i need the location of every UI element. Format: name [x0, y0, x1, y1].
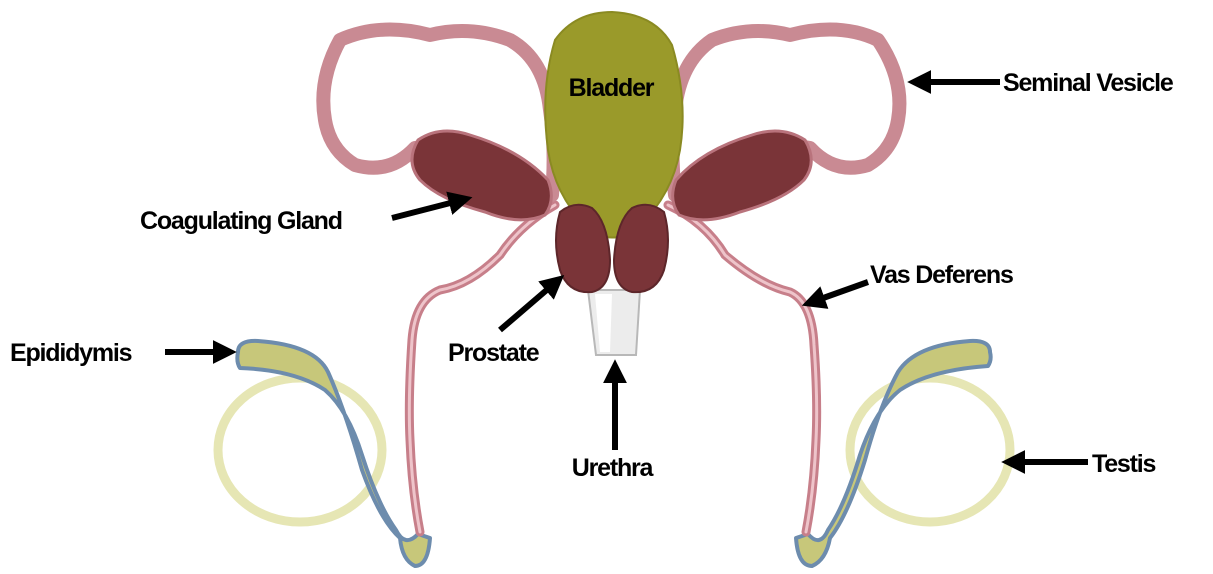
testis-right	[850, 378, 1010, 522]
label-vas-deferens: Vas Deferens	[870, 261, 1013, 289]
arrow-prostate	[500, 282, 556, 330]
bladder	[545, 12, 682, 238]
arrow-vas-deferens	[812, 282, 868, 302]
vas-deferens-right	[668, 205, 817, 532]
label-testis: Testis	[1092, 450, 1155, 478]
urethra	[588, 290, 640, 355]
label-urethra: Urethra	[572, 454, 655, 482]
label-epididymis: Epididymis	[10, 339, 132, 367]
vas-deferens-left	[409, 205, 555, 532]
label-seminal-vesicle: Seminal Vesicle	[1003, 69, 1174, 97]
label-coagulating-gland: Coagulating Gland	[140, 207, 342, 235]
label-prostate: Prostate	[448, 339, 540, 367]
arrow-coagulating-gland	[392, 200, 462, 218]
label-bladder: Bladder	[569, 74, 655, 102]
